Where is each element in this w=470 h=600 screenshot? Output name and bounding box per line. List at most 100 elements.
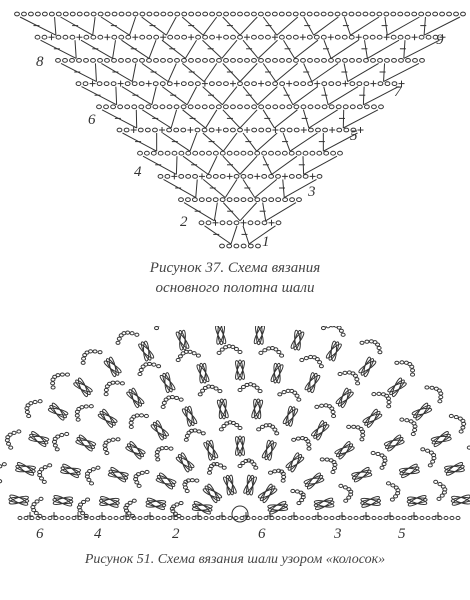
chain-stitch <box>286 127 293 133</box>
chain-stitch <box>219 347 225 352</box>
chain-stitch <box>116 336 122 341</box>
chain-stitch <box>175 357 181 363</box>
chain-stitch <box>306 11 313 17</box>
chain-stitch <box>281 474 287 480</box>
row-label: 6 <box>88 112 96 128</box>
chain-stitch <box>377 81 384 86</box>
chain-stitch <box>411 11 418 17</box>
leaf-stitch <box>398 467 420 475</box>
leaf-stitch <box>100 495 119 508</box>
chain-stitch <box>243 458 249 464</box>
chain-stitch <box>115 437 121 442</box>
stitch-strand <box>284 178 317 199</box>
caption-line-1: Рисунок 37. Схема вязания <box>149 260 321 276</box>
chain-stitch <box>408 419 414 424</box>
chain-stitch <box>258 11 264 17</box>
chain-stitch <box>169 506 175 511</box>
chain-stitch <box>433 479 439 485</box>
chain-stitch <box>323 150 330 156</box>
chain-stitch <box>425 448 431 453</box>
chain-stitch <box>265 104 272 110</box>
chain-stitch <box>102 446 108 452</box>
leaf-stitch <box>235 436 245 456</box>
foundation-chain <box>215 515 221 521</box>
chain-stitch <box>181 34 188 40</box>
chain-stitch <box>140 364 146 369</box>
leaf-stitch <box>407 496 428 505</box>
stitch-strand <box>161 39 186 59</box>
chain-stitch <box>277 392 283 397</box>
leaf-stitch <box>129 441 142 460</box>
foundation-chain <box>377 515 383 521</box>
chain-stitch <box>83 34 90 40</box>
chain-stitch <box>138 81 145 86</box>
chain-stitch <box>125 11 132 17</box>
chain-stitch <box>41 11 48 17</box>
chain-stitch <box>328 81 335 86</box>
chain-stitch <box>64 372 70 377</box>
chain-stitch <box>174 395 180 401</box>
chain-stitch <box>350 127 357 133</box>
chain-stitch <box>377 58 383 63</box>
row-label: 7 <box>394 84 403 100</box>
stitch-strand <box>129 16 137 36</box>
chain-stitch <box>104 450 110 456</box>
stitch-strand <box>183 202 215 222</box>
chain-stitch <box>131 81 138 86</box>
chain-stitch <box>218 427 224 432</box>
leaf-stitch <box>207 483 218 504</box>
chain-stitch <box>138 367 144 373</box>
chain-stitch <box>216 58 222 63</box>
foundation-chain <box>257 515 263 521</box>
chain-stitch <box>146 34 153 40</box>
chain-stitch <box>128 420 134 425</box>
stitch-strand <box>347 62 379 83</box>
foundation-chain <box>383 515 389 521</box>
chain-stitch <box>138 104 145 110</box>
chain-stitch <box>233 174 240 179</box>
chain-stitch <box>290 488 296 494</box>
leaf-stitch <box>51 402 65 421</box>
chain-stitch <box>124 81 131 86</box>
foundation-chain <box>425 515 431 521</box>
chain-stitch <box>37 399 43 404</box>
chain-stitch <box>4 438 10 443</box>
chain-stitch <box>69 34 76 40</box>
chain-stitch <box>342 58 348 63</box>
leaf-stitch <box>358 360 377 374</box>
chain-stitch <box>390 483 396 488</box>
stitch-strand <box>213 202 218 221</box>
chain-stitch <box>394 360 400 365</box>
leaf-stitch <box>304 374 321 391</box>
chain-stitch <box>410 368 416 373</box>
leaf-stitch <box>383 439 405 447</box>
chain-stitch <box>104 58 110 63</box>
leaf-stitch <box>159 472 174 490</box>
leaf-stitch <box>306 472 321 490</box>
chain-stitch <box>111 58 117 63</box>
chain-stitch <box>316 174 323 179</box>
chain-stitch <box>164 174 171 179</box>
chain-stitch <box>124 104 131 110</box>
foundation-chain <box>95 515 101 521</box>
chain-stitch <box>391 58 397 63</box>
chain-stitch <box>192 150 199 156</box>
chain-stitch <box>348 11 355 17</box>
row-label: 6 <box>36 526 44 542</box>
chain-stitch <box>279 104 286 110</box>
leaf-stitch <box>257 488 278 499</box>
chain-stitch <box>237 58 243 63</box>
stitch-strand <box>248 225 276 245</box>
leaf-stitch <box>28 435 50 443</box>
stitch-strand <box>186 86 198 106</box>
stitch-strand <box>343 109 379 129</box>
chain-stitch <box>191 197 198 203</box>
foundation-chain <box>455 515 461 521</box>
leaf-stitch <box>290 331 305 349</box>
chain-stitch <box>202 58 208 63</box>
chain-stitch <box>110 437 116 442</box>
chain-stitch <box>55 34 62 40</box>
chain-stitch <box>132 58 138 63</box>
foundation-chain <box>23 515 29 521</box>
chain-stitch <box>26 413 32 419</box>
